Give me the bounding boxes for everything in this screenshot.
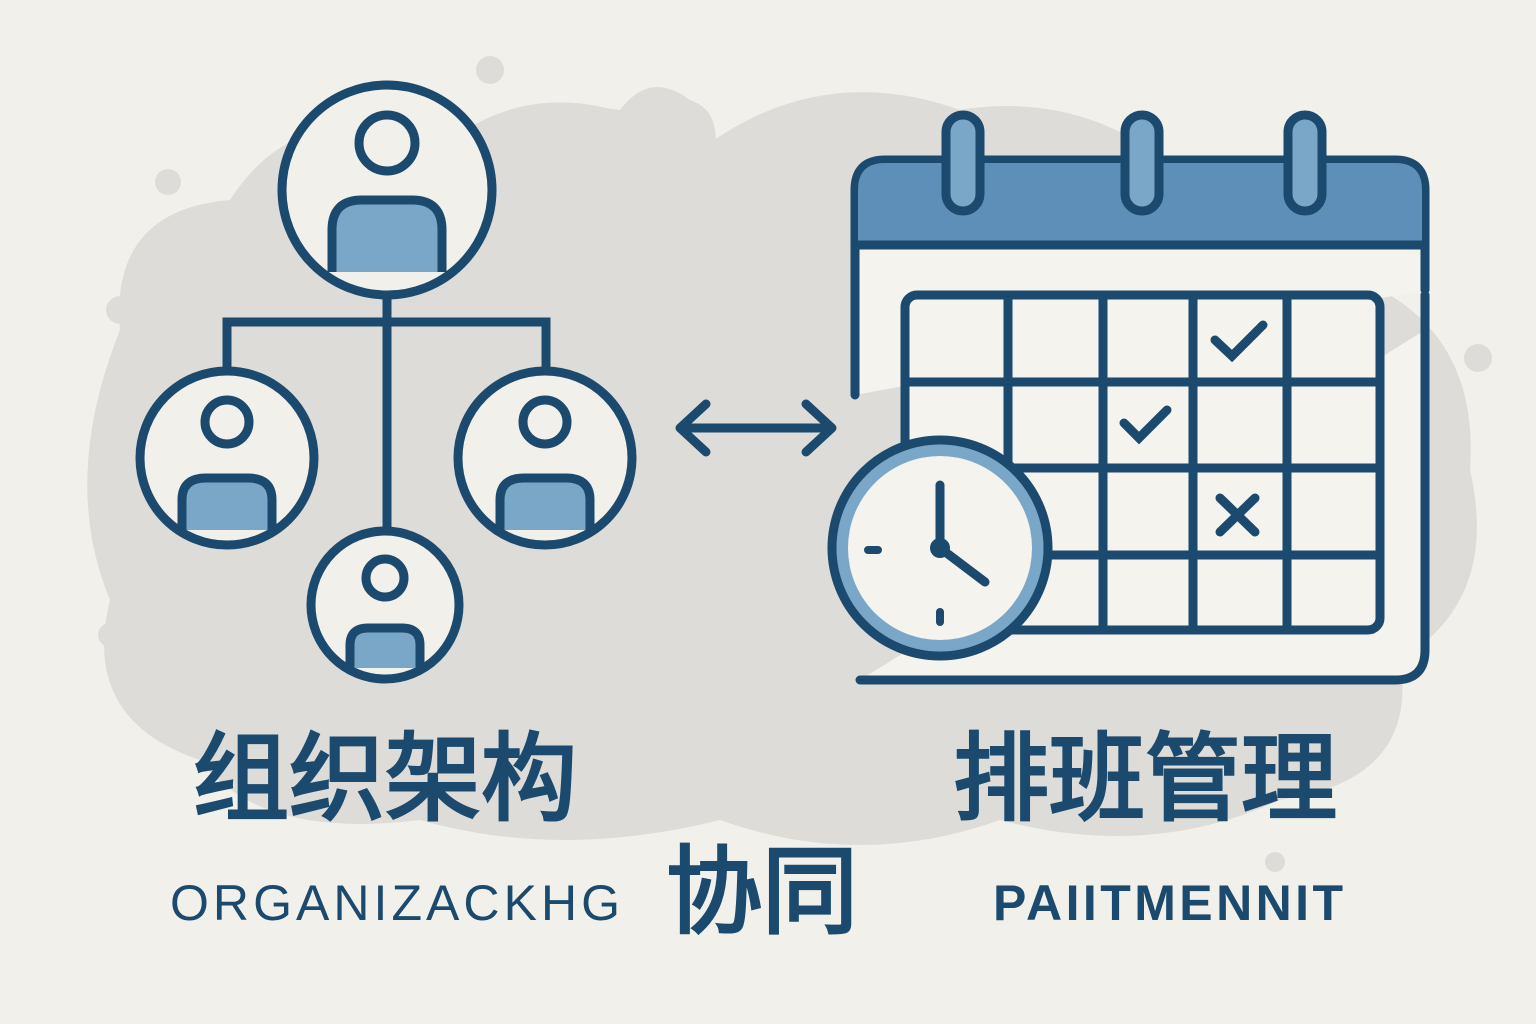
org-chart-icon xyxy=(135,80,637,684)
left-title: 组织架构 xyxy=(193,723,577,835)
org-connector-lines xyxy=(222,290,551,530)
bidirectional-arrow-icon xyxy=(675,399,837,457)
left-subtitle: ORGANIZACKHG xyxy=(170,875,620,931)
right-subtitle: PAIITMENNIT xyxy=(993,875,1343,931)
center-label: 协同 xyxy=(666,836,858,948)
bottom-person-icon xyxy=(306,526,464,684)
clock-icon xyxy=(827,435,1053,661)
check-icon xyxy=(1210,320,1268,363)
right-title: 排班管理 xyxy=(953,723,1337,835)
right-person-icon xyxy=(453,366,637,550)
check-icon xyxy=(1119,405,1172,445)
cross-icon xyxy=(1215,493,1260,537)
left-person-icon xyxy=(135,366,319,550)
calendar-rings xyxy=(941,110,1327,216)
top-person-icon xyxy=(277,80,497,300)
